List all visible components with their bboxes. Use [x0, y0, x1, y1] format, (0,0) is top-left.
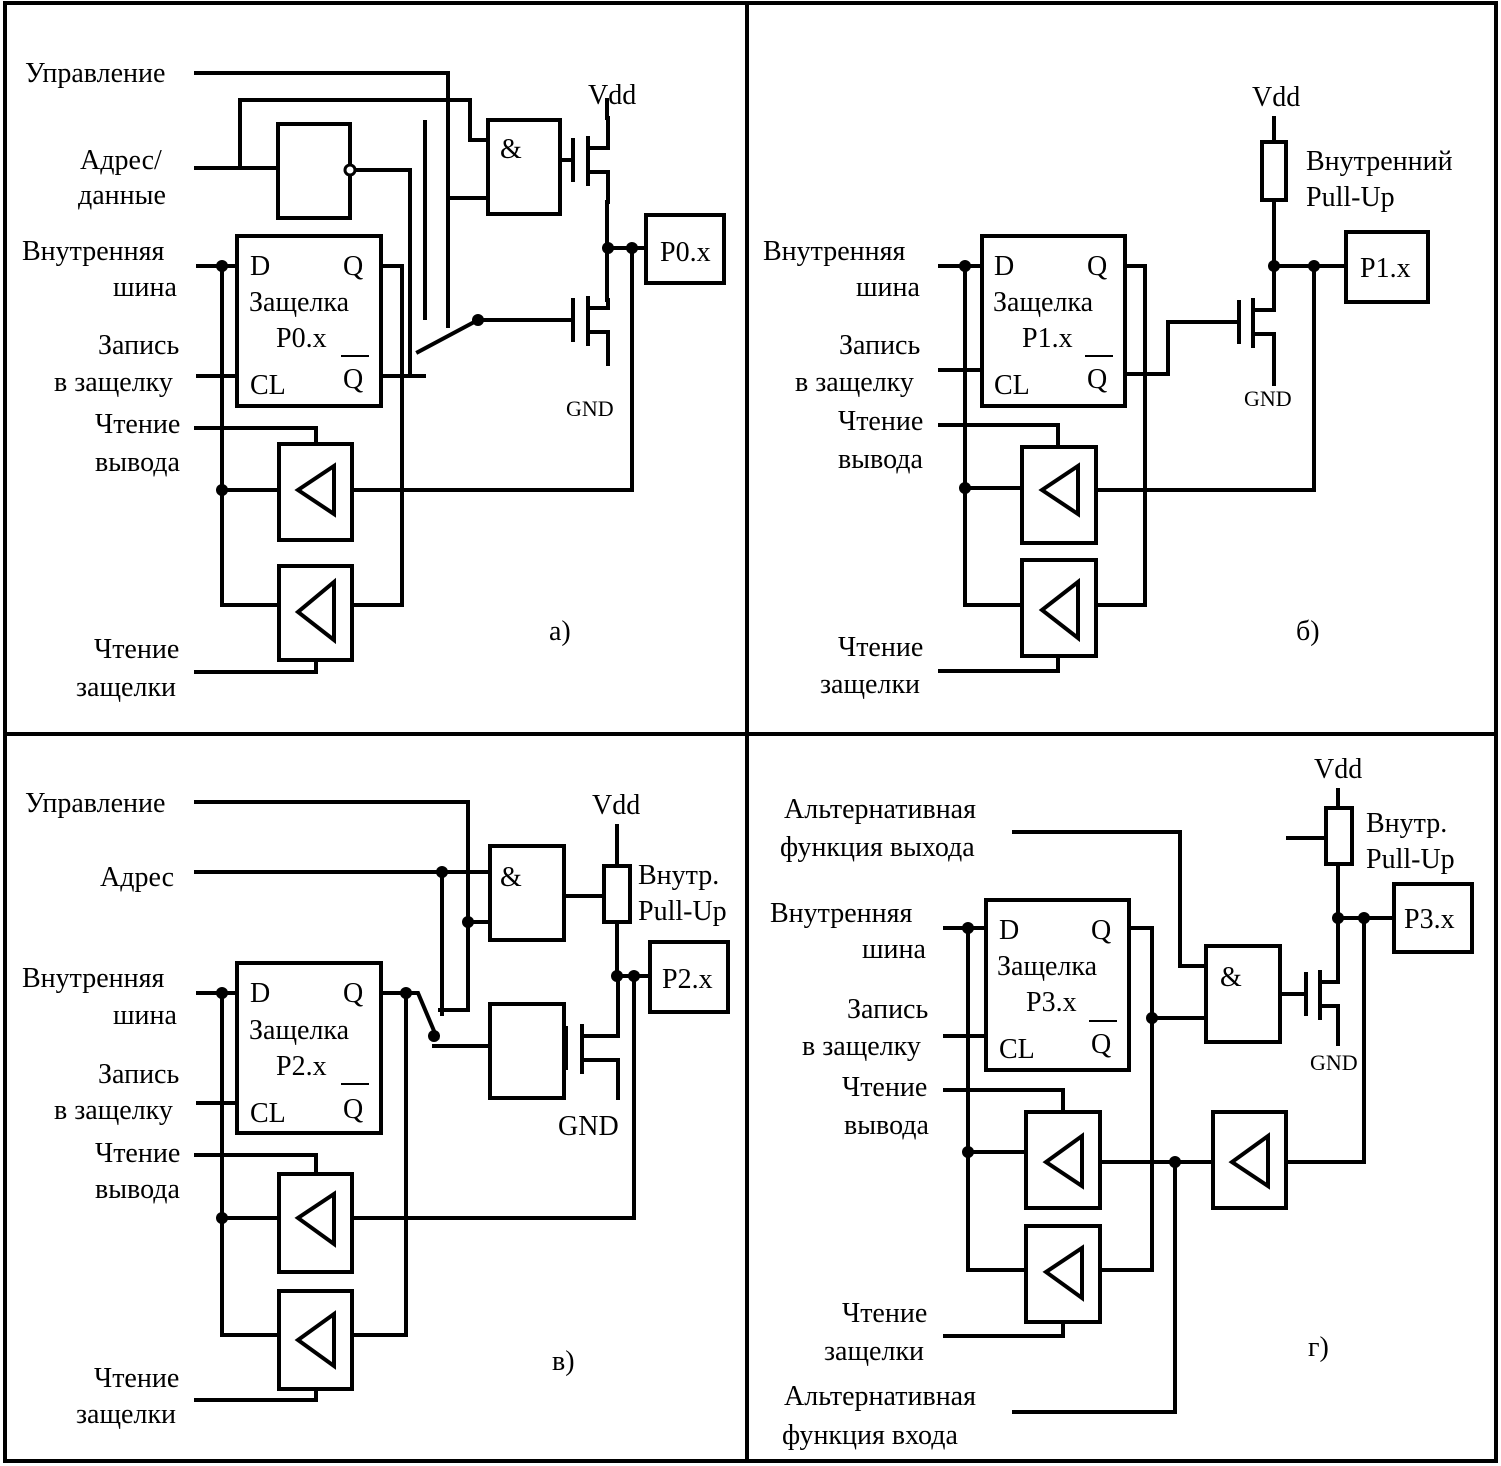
latch-title: Защелка [249, 287, 350, 318]
label-internal-bus-2: шина [856, 272, 921, 303]
latch-qbar-label: Q [1091, 1029, 1111, 1060]
pullup-label-2: Pull-Up [1306, 182, 1395, 213]
pullup-label-2: Pull-Up [638, 896, 727, 927]
panel-a: Управление Адрес/ данные Внутренняя шина… [22, 58, 726, 703]
latch-cl-label: CL [250, 1098, 286, 1129]
latch-title: Защелка [997, 951, 1098, 982]
vdd-label: Vdd [588, 80, 636, 111]
pullup-label-1: Внутр. [638, 860, 719, 891]
label-control: Управление [25, 58, 165, 89]
gnd-label: GND [558, 1111, 619, 1142]
label-alt-out-1: Альтернативная [784, 794, 976, 825]
pullup-label-1: Внутренний [1306, 146, 1453, 177]
label-write-latch-1: Запись [98, 1059, 179, 1090]
latch-q-label: Q [1091, 915, 1111, 946]
label-read-pin-1: Чтение [838, 406, 923, 437]
label-write-latch-1: Запись [98, 330, 179, 361]
latch-cl-label: CL [250, 370, 286, 401]
label-read-latch-2: защелки [824, 1336, 924, 1367]
and-gate-label: & [500, 862, 522, 893]
label-read-latch-1: Чтение [838, 632, 923, 663]
latch-name: P0.x [276, 323, 327, 354]
label-address-data-1: Адрес/ [80, 145, 162, 176]
port-label: P2.x [662, 964, 713, 995]
label-internal-bus-1: Внутренняя [770, 898, 913, 929]
label-read-pin-2: вывода [95, 447, 181, 478]
label-read-latch-1: Чтение [94, 1363, 179, 1394]
label-read-pin-2: вывода [95, 1174, 181, 1205]
port-label: P3.x [1404, 904, 1455, 935]
latch-d-label: D [999, 915, 1019, 946]
label-read-pin-2: вывода [838, 444, 924, 475]
label-write-latch-2: в защелку [54, 1095, 173, 1126]
vdd-label: Vdd [592, 790, 640, 821]
panel-caption: в) [552, 1346, 575, 1377]
label-write-latch-1: Запись [847, 994, 928, 1025]
latch-qbar-label: Q [343, 364, 363, 395]
latch-d-label: D [250, 251, 270, 282]
latch-qbar-label: Q [1087, 364, 1107, 395]
label-internal-bus-1: Внутренняя [763, 236, 906, 267]
label-internal-bus-1: Внутренняя [22, 963, 165, 994]
port-label: P0.x [660, 237, 711, 268]
label-address-data-2: данные [78, 180, 166, 211]
latch-name: P2.x [276, 1051, 327, 1082]
panel-caption: г) [1308, 1332, 1329, 1363]
vdd-label: Vdd [1252, 82, 1300, 113]
label-read-pin-2: вывода [844, 1110, 930, 1141]
label-read-latch-2: защелки [76, 1399, 176, 1430]
label-internal-bus-1: Внутренняя [22, 236, 165, 267]
and-gate-label: & [500, 134, 522, 165]
latch-cl-label: CL [994, 370, 1030, 401]
latch-name: P1.x [1022, 323, 1073, 354]
label-alt-in-2: функция входа [782, 1420, 958, 1451]
label-read-pin-1: Чтение [95, 409, 180, 440]
gnd-label: GND [1244, 386, 1292, 411]
panel-b: Внутренняя шина Запись в защелку Чтение … [763, 82, 1453, 700]
latch-d-label: D [994, 251, 1014, 282]
latch-title: Защелка [993, 287, 1094, 318]
panel-caption: б) [1296, 616, 1320, 647]
label-read-latch-2: защелки [820, 669, 920, 700]
pullup-label-1: Внутр. [1366, 808, 1447, 839]
label-read-latch-1: Чтение [94, 634, 179, 665]
vdd-label: Vdd [1314, 754, 1362, 785]
label-alt-out-2: функция выхода [780, 832, 975, 863]
latch-q-label: Q [343, 978, 363, 1009]
latch-cl-label: CL [999, 1034, 1035, 1065]
label-alt-in-1: Альтернативная [784, 1381, 976, 1412]
latch-q-label: Q [1087, 251, 1107, 282]
latch-name: P3.x [1026, 987, 1077, 1018]
latch-qbar-label: Q [343, 1094, 363, 1125]
label-read-pin-1: Чтение [95, 1138, 180, 1169]
frame [3, 1, 1498, 1463]
latch-title: Защелка [249, 1015, 350, 1046]
port-label: P1.x [1360, 253, 1411, 284]
label-internal-bus-2: шина [113, 272, 178, 303]
panel-c: Управление Адрес Внутренняя шина Запись … [22, 788, 730, 1430]
latch-d-label: D [250, 978, 270, 1009]
label-control: Управление [25, 788, 165, 819]
and-gate-label: & [1220, 962, 1242, 993]
panel-caption: а) [549, 616, 571, 647]
label-internal-bus-2: шина [862, 934, 927, 965]
latch-q-label: Q [343, 251, 363, 282]
label-read-latch-2: защелки [76, 672, 176, 703]
label-write-latch-1: Запись [839, 330, 920, 361]
gnd-label: GND [1310, 1050, 1358, 1075]
label-internal-bus-2: шина [113, 1000, 178, 1031]
label-read-latch-1: Чтение [842, 1298, 927, 1329]
label-write-latch-2: в защелку [795, 367, 914, 398]
label-address: Адрес [100, 862, 174, 893]
label-write-latch-2: в защелку [54, 367, 173, 398]
label-write-latch-2: в защелку [802, 1031, 921, 1062]
label-read-pin-1: Чтение [842, 1072, 927, 1103]
gnd-label: GND [566, 396, 614, 421]
panel-d: Альтернативная функция выхода Внутренняя… [770, 754, 1474, 1451]
pullup-label-2: Pull-Up [1366, 844, 1455, 875]
